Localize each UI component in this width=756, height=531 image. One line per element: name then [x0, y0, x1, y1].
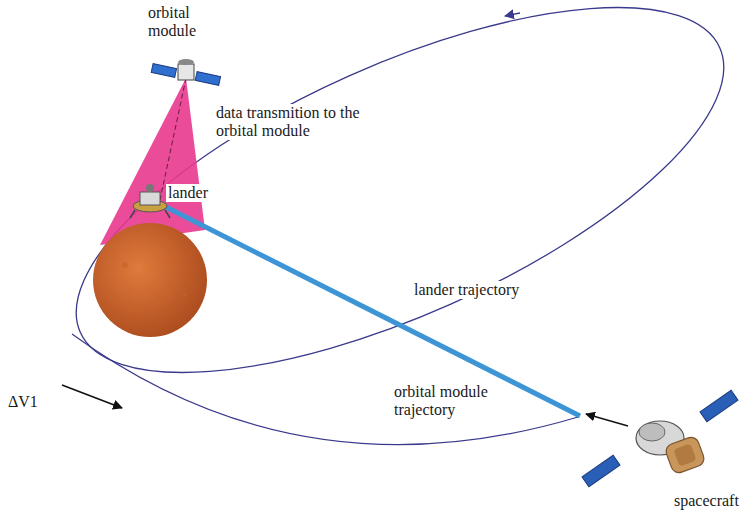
trajectory-label: orbital module trajectory: [392, 383, 506, 419]
planet-texture: [108, 257, 187, 313]
beam-axis: [160, 78, 186, 200]
orbit-direction-arrow: [505, 13, 520, 16]
lander-icon: [130, 184, 170, 218]
orbital-module-icon: [151, 59, 220, 85]
approach-arrow: [586, 414, 628, 426]
spacecraft-label: spacecraft: [672, 492, 752, 510]
transmission-label: data transmition to the orbital module: [214, 104, 378, 140]
orbital-module-trajectory: [72, 334, 578, 445]
lander-trajectory-line: [162, 205, 580, 416]
module-label: orbital module: [146, 4, 212, 40]
delta-v-label: ΔV1: [6, 393, 52, 411]
spacecraft-icon: [582, 390, 738, 487]
trajectory-label: lander trajectory: [412, 281, 546, 299]
orbit-ellipse: [29, 0, 756, 447]
delta-v-arrow: [62, 385, 122, 408]
planet: [93, 223, 207, 337]
lander-label: lander: [166, 184, 230, 202]
